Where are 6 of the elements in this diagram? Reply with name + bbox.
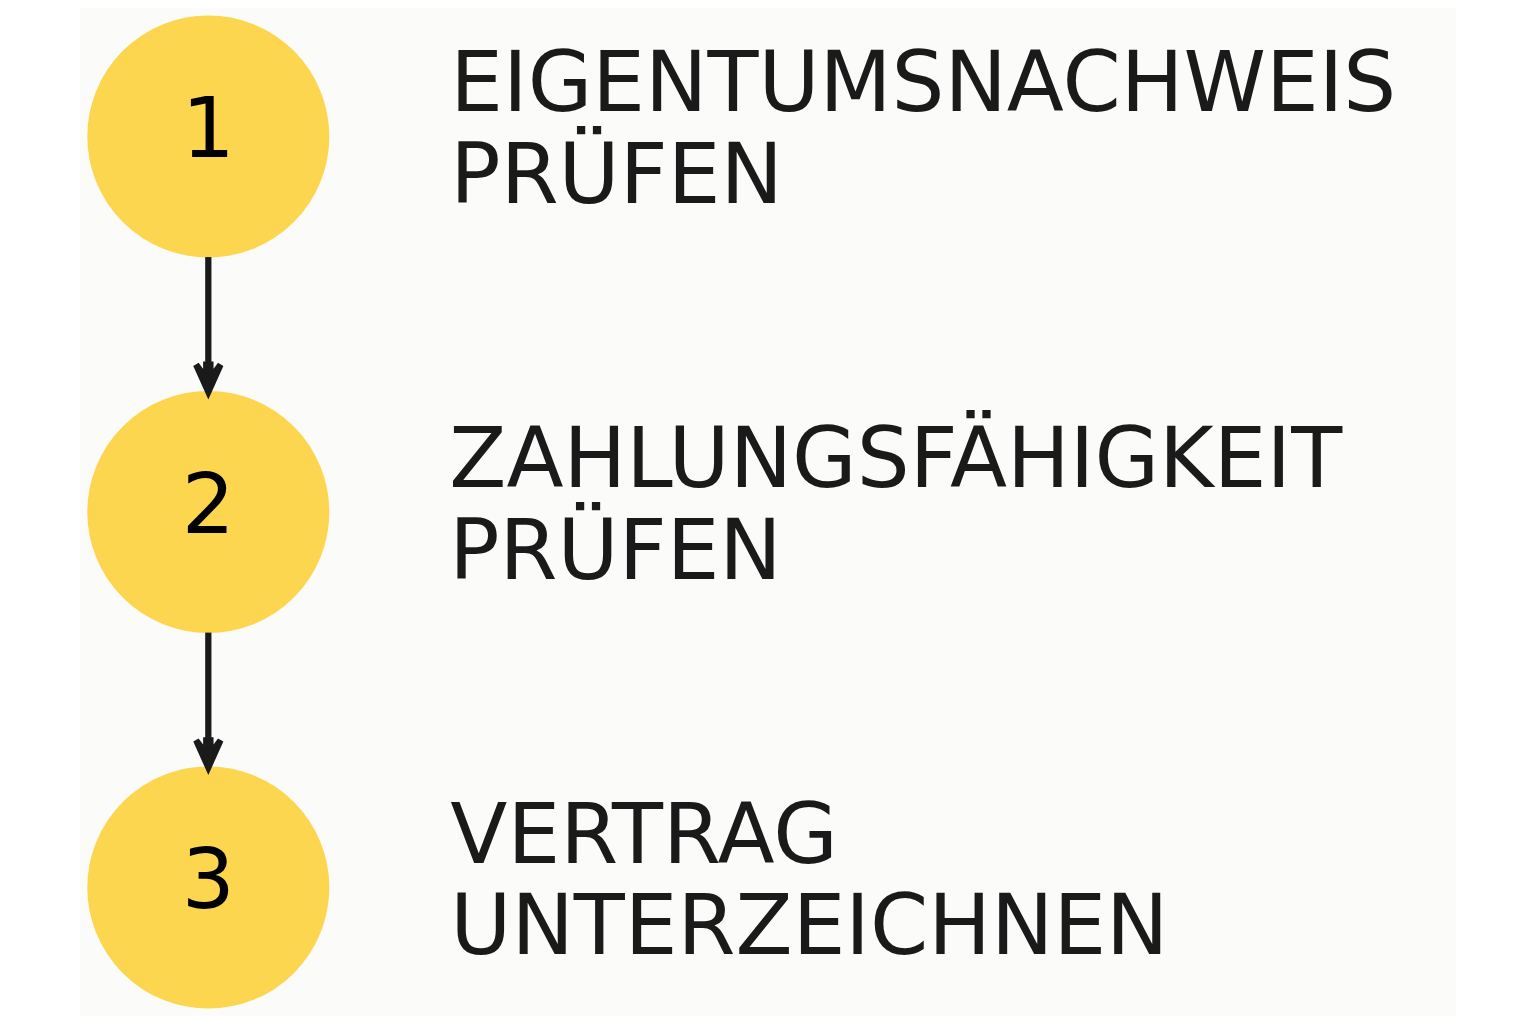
node-circle: 2 [87, 391, 330, 633]
node-circle: 1 [87, 15, 330, 258]
node-label: VERTRAG UNTERZEICHNEN [450, 785, 1169, 975]
node-label: EIGENTUMSNACHWEIS PRÜFEN [450, 34, 1397, 224]
node-label: ZAHLUNGSFÄHIGKEIT PRÜFEN [449, 409, 1343, 599]
node-circle: 3 [87, 766, 330, 1009]
